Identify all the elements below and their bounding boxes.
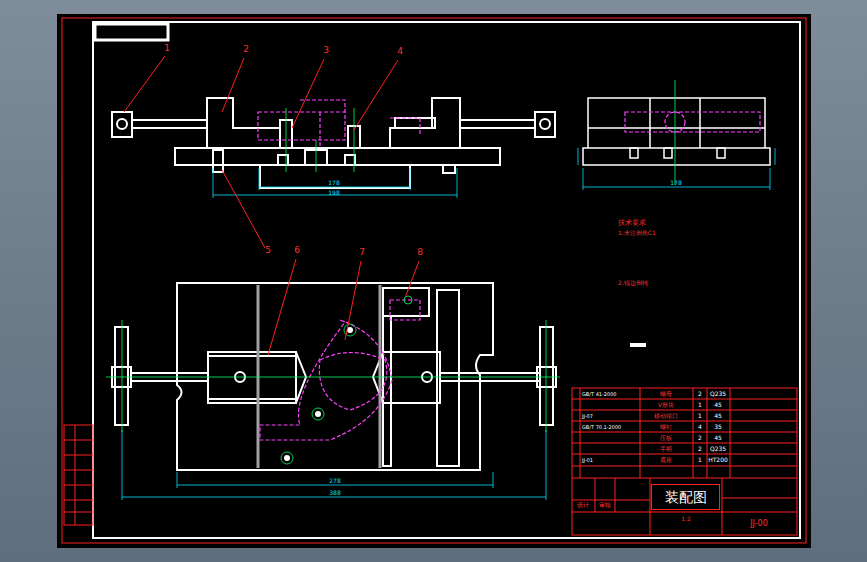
side-dimensions bbox=[578, 148, 775, 190]
callout-number: 3 bbox=[323, 46, 329, 55]
table-text: 手柄 bbox=[660, 446, 672, 452]
table-text: JJ-07 bbox=[582, 414, 593, 419]
table-text: V形块 bbox=[658, 402, 674, 408]
table-text: JJ-00 bbox=[750, 520, 768, 528]
table-text: GB/T 41-2000 bbox=[582, 392, 617, 397]
table-text: 1 bbox=[698, 457, 702, 463]
top-dimensions bbox=[122, 430, 546, 500]
table-text: 45 bbox=[714, 402, 722, 408]
side-centerline bbox=[675, 80, 676, 185]
table-text: 4 bbox=[698, 424, 702, 430]
callout-number: 4 bbox=[397, 47, 403, 56]
note-mark bbox=[630, 343, 646, 347]
table-text: Q235 bbox=[710, 391, 726, 397]
callout-number: 5 bbox=[265, 246, 271, 255]
dimension: 278 bbox=[329, 478, 340, 484]
dimension: 178 bbox=[670, 180, 681, 186]
callout-number: 1 bbox=[164, 44, 170, 53]
side-table bbox=[64, 425, 93, 525]
table-text: 审核 bbox=[599, 502, 611, 508]
dimension: 198 bbox=[328, 190, 339, 196]
leader-lines bbox=[124, 56, 419, 355]
table-text: 螺钉 bbox=[660, 424, 672, 430]
callout-number: 6 bbox=[294, 246, 300, 255]
table-text: Q235 bbox=[710, 446, 726, 452]
outer-border bbox=[62, 18, 806, 543]
table-text: 2 bbox=[698, 391, 702, 397]
dimension: 178 bbox=[328, 180, 339, 186]
dimension-lines bbox=[213, 168, 457, 198]
table-text: 2 bbox=[698, 446, 702, 452]
table-text: 1.未注倒角C1 bbox=[618, 230, 656, 236]
front-view bbox=[112, 98, 555, 188]
title-block bbox=[572, 388, 797, 535]
top-hidden bbox=[260, 300, 420, 440]
table-text: 1 bbox=[698, 402, 702, 408]
top-centers bbox=[106, 296, 560, 464]
table-text: 底座 bbox=[660, 457, 672, 463]
table-text: 45 bbox=[714, 435, 722, 441]
side-hidden bbox=[625, 112, 760, 132]
top-view bbox=[112, 283, 556, 470]
table-text: 移动钳口 bbox=[654, 413, 678, 419]
title-text: 装配图 bbox=[665, 490, 707, 504]
table-text: 1 bbox=[698, 413, 702, 419]
rails bbox=[258, 285, 380, 468]
center-lines bbox=[286, 108, 354, 172]
table-text: 设计 bbox=[577, 502, 589, 508]
table-text: 45 bbox=[714, 413, 722, 419]
table-text: 技术要求 bbox=[618, 220, 646, 227]
sheet bbox=[57, 14, 811, 548]
table-text: 2 bbox=[698, 435, 702, 441]
table-text: GB/T 70.1-2000 bbox=[582, 425, 621, 430]
title-cell: 装配图 bbox=[651, 484, 720, 510]
table-text: 压板 bbox=[660, 435, 672, 441]
table-text: 2.锐边倒钝 bbox=[618, 280, 648, 286]
table-text: 1:2 bbox=[681, 516, 691, 522]
inner-frame bbox=[93, 22, 800, 538]
corner-box bbox=[95, 24, 168, 40]
callout-number: 8 bbox=[417, 248, 423, 257]
callout-number: 2 bbox=[243, 45, 249, 54]
side-view bbox=[583, 98, 770, 165]
table-text: 35 bbox=[714, 424, 722, 430]
table-text: HT200 bbox=[708, 457, 728, 463]
callout-number: 7 bbox=[359, 248, 365, 257]
table-text: JJ-01 bbox=[582, 458, 593, 463]
dimension: 388 bbox=[329, 490, 340, 496]
table-text: 螺母 bbox=[660, 391, 672, 397]
hidden-lines bbox=[258, 100, 420, 148]
hole-fills bbox=[284, 327, 353, 461]
